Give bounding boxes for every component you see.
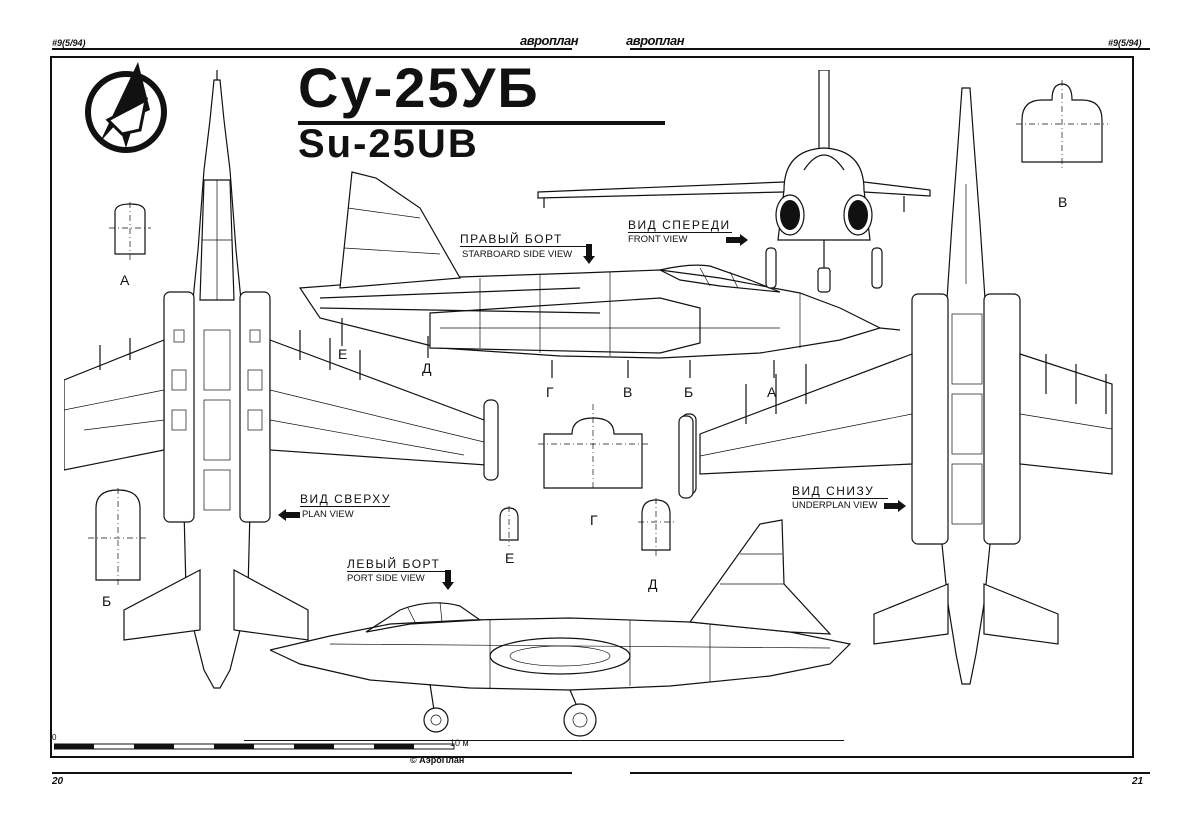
port-view-label-rule <box>347 571 451 572</box>
arrow-down-icon <box>583 244 595 264</box>
section-label-b-left: Б <box>102 593 112 609</box>
ground-line <box>244 740 844 741</box>
section-label-v-side: В <box>623 384 633 400</box>
section-label-a-left: А <box>120 272 130 288</box>
underplan-view-label-en: UNDERPLAN VIEW <box>792 500 878 511</box>
store-drawing <box>678 415 694 499</box>
front-view-drawing <box>537 70 931 293</box>
section-label-g-center: Г <box>590 512 598 528</box>
section-label-v-right: В <box>1058 194 1068 210</box>
drawing-frame <box>50 56 1134 758</box>
plan-view-drawing <box>64 70 499 689</box>
title-rule <box>298 121 665 125</box>
sukhoi-emblem-icon <box>85 62 167 153</box>
brand-logo-left: авроплан <box>520 33 579 48</box>
section-v-outline <box>1016 80 1108 168</box>
front-view-label-en: FRONT VIEW <box>628 234 688 245</box>
starboard-side-view-drawing <box>298 171 900 378</box>
scale-zero-label: 0 <box>52 733 57 742</box>
section-label-a-side: А <box>767 384 777 400</box>
front-view-label-ru: ВИД СПЕРЕДИ <box>628 218 731 232</box>
issue-number-left: #9(5/94) <box>52 38 86 48</box>
section-label-e-center: Е <box>505 550 515 566</box>
underplan-view-label-ru: ВИД СНИЗУ <box>792 484 875 498</box>
header-rule-left <box>52 48 572 50</box>
section-b-outline <box>88 488 148 586</box>
section-g-outline <box>538 404 648 490</box>
header-rule-right <box>630 48 1150 50</box>
arrow-right-icon <box>726 234 748 246</box>
footer-rule-left <box>52 772 572 774</box>
starboard-view-label-rule <box>460 246 590 247</box>
scale-bar <box>54 743 455 750</box>
section-label-d-center: Д <box>648 576 658 592</box>
plan-view-label-en: PLAN VIEW <box>302 509 354 520</box>
footer-rule-right <box>630 772 1150 774</box>
brand-logo-right: авроплан <box>626 33 685 48</box>
port-view-label-ru: ЛЕВЫЙ БОРТ <box>347 557 441 571</box>
starboard-view-label-en: STARBOARD SIDE VIEW <box>462 249 573 260</box>
scale-ten-label: 10 м <box>450 738 469 748</box>
section-label-d-side: Д <box>422 360 432 376</box>
starboard-view-label-ru: ПРАВЫЙ БОРТ <box>460 232 563 246</box>
arrow-left-icon <box>278 509 300 521</box>
arrow-down-icon <box>442 570 454 590</box>
page-number-right: 21 <box>1132 776 1144 787</box>
section-d-outline <box>638 498 674 556</box>
copyright-label: © АэроПлан <box>410 755 465 765</box>
section-label-e-side: Е <box>338 346 348 362</box>
section-label-g-side: Г <box>546 384 554 400</box>
page-number-left: 20 <box>52 776 64 787</box>
plan-view-label-rule <box>300 506 390 507</box>
section-e-outline <box>499 506 519 546</box>
issue-number-right: #9(5/94) <box>1108 38 1142 48</box>
section-a-outline <box>109 202 151 260</box>
plan-view-label-ru: ВИД СВЕРХУ <box>300 492 391 506</box>
title-english: Su-25UB <box>298 122 479 166</box>
front-view-label-rule <box>628 232 732 233</box>
port-side-view-drawing <box>270 519 852 737</box>
arrow-right-icon <box>884 500 906 512</box>
section-label-b-side: Б <box>684 384 694 400</box>
port-view-label-en: PORT SIDE VIEW <box>347 573 425 584</box>
title-russian: Су-25УБ <box>298 56 540 119</box>
underplan-view-label-rule <box>792 498 888 499</box>
